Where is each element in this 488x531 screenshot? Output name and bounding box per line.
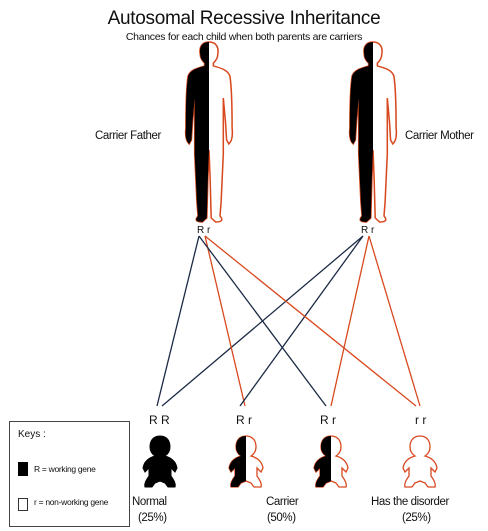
key-non-working-gene: r = non-working gene	[34, 497, 124, 508]
outcome-normal-percent: (25%)	[138, 512, 167, 524]
mother-R-to-Rr1	[240, 236, 363, 406]
mother-r-to-Rr2	[331, 236, 369, 406]
diagram-subtitle: Chances for each child when both parents…	[0, 31, 488, 43]
outcome-carrier-label: Carrier	[266, 496, 298, 508]
father-r-to-rr	[205, 236, 416, 406]
outcome-carrier-percent: (50%)	[267, 512, 296, 524]
non-working-gene-swatch	[18, 498, 28, 511]
inheritance-lines	[157, 236, 420, 406]
child-genotype-disorder: r r	[415, 413, 426, 427]
child-genotype-normal: R R	[149, 413, 170, 427]
father-R-to-Rr2	[199, 236, 326, 406]
father-figure	[186, 42, 233, 222]
key-title: Keys :	[18, 429, 46, 440]
outcome-disorder-label: Has the disorder	[371, 496, 449, 508]
child-normal-figure	[143, 436, 177, 487]
key-working-gene: R = working gene	[34, 464, 96, 474]
child-carrier-figure-2	[314, 436, 348, 487]
outcome-normal-label: Normal	[132, 496, 167, 508]
father-r-to-Rr1	[205, 236, 245, 406]
diagram-title: Autosomal Recessive Inheritance	[0, 8, 488, 30]
outcome-disorder-percent: (25%)	[402, 512, 431, 524]
key-legend: Keys : R = working gene r = non-working …	[9, 421, 130, 527]
father-alleles: R r	[197, 225, 210, 236]
child-carrier-figure-1	[229, 436, 263, 487]
child-genotype-carrier-2: R r	[320, 413, 336, 427]
working-gene-swatch	[18, 462, 28, 476]
child-genotype-carrier-1: R r	[236, 413, 252, 427]
mother-figure	[350, 42, 397, 222]
mother-r-to-rr	[369, 236, 420, 406]
mother-alleles: R r	[361, 225, 374, 236]
child-disorder-figure	[403, 436, 437, 487]
mother-label: Carrier Mother	[405, 130, 474, 142]
father-label: Carrier Father	[95, 130, 161, 142]
